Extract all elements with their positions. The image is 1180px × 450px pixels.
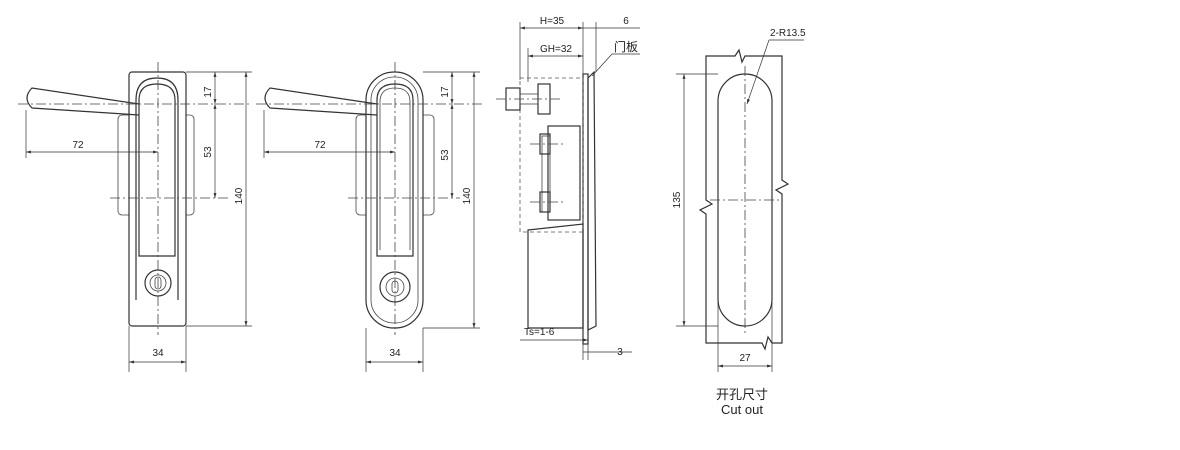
dim-radius-label: 2-R13.5 xyxy=(770,28,806,39)
mounting-block xyxy=(547,125,581,221)
keyhole-icon xyxy=(154,276,162,290)
lock-body-rounded xyxy=(365,71,424,329)
dim-width-label: 34 xyxy=(152,348,164,359)
door-panel-leader xyxy=(591,53,640,77)
face-plate xyxy=(587,70,597,331)
dim-panel-thickness-label: 6 xyxy=(623,16,629,27)
side-view: H=35 GH=32 6 门板 Ts=1-6 3 xyxy=(496,16,640,360)
dim-bottom-label: 3 xyxy=(617,347,623,358)
lock-body-rounded-inner xyxy=(370,76,419,324)
dim-handle-reach-label: 72 xyxy=(314,140,326,151)
lock-body xyxy=(128,71,187,327)
dim-width-label: 34 xyxy=(389,348,401,359)
handle-arm xyxy=(26,87,140,116)
dim-height-label: 140 xyxy=(462,187,473,204)
dim-top-label: 17 xyxy=(440,86,451,98)
handle-depth-hidden xyxy=(519,77,584,233)
cutout-caption-en: Cut out xyxy=(721,402,763,417)
panel-outline xyxy=(698,48,790,351)
handle-recess xyxy=(135,77,179,300)
dim-cutout-width-label: 27 xyxy=(739,353,751,364)
dim-handle-span-label: 53 xyxy=(203,146,214,158)
dim-ts-label: Ts=1-6 xyxy=(524,327,555,338)
handle-arm xyxy=(264,87,378,116)
dim-handle-reach-label: 72 xyxy=(72,140,84,151)
dim-top-label: 17 xyxy=(203,86,214,98)
lock-housing xyxy=(527,223,584,329)
front-view-a: 17 53 140 72 34 xyxy=(18,62,252,372)
cutout-caption-cn: 开孔尺寸 xyxy=(716,387,768,402)
bracket xyxy=(541,135,551,213)
cutout-view: 2-R13.5 135 27 开孔尺寸 Cut out xyxy=(672,28,806,417)
dim-h-label: H=35 xyxy=(540,16,565,27)
handle xyxy=(138,83,176,257)
radius-leader xyxy=(746,39,770,105)
door-panel-label: 门板 xyxy=(614,39,638,54)
dim-gh-label: GH=32 xyxy=(540,44,572,55)
dim-handle-span-label: 53 xyxy=(440,149,451,161)
front-view-b: 17 53 140 72 34 xyxy=(256,62,482,372)
dim-cutout-height-label: 135 xyxy=(672,191,683,208)
dim-height-label: 140 xyxy=(234,187,245,204)
door-panel xyxy=(582,73,589,345)
